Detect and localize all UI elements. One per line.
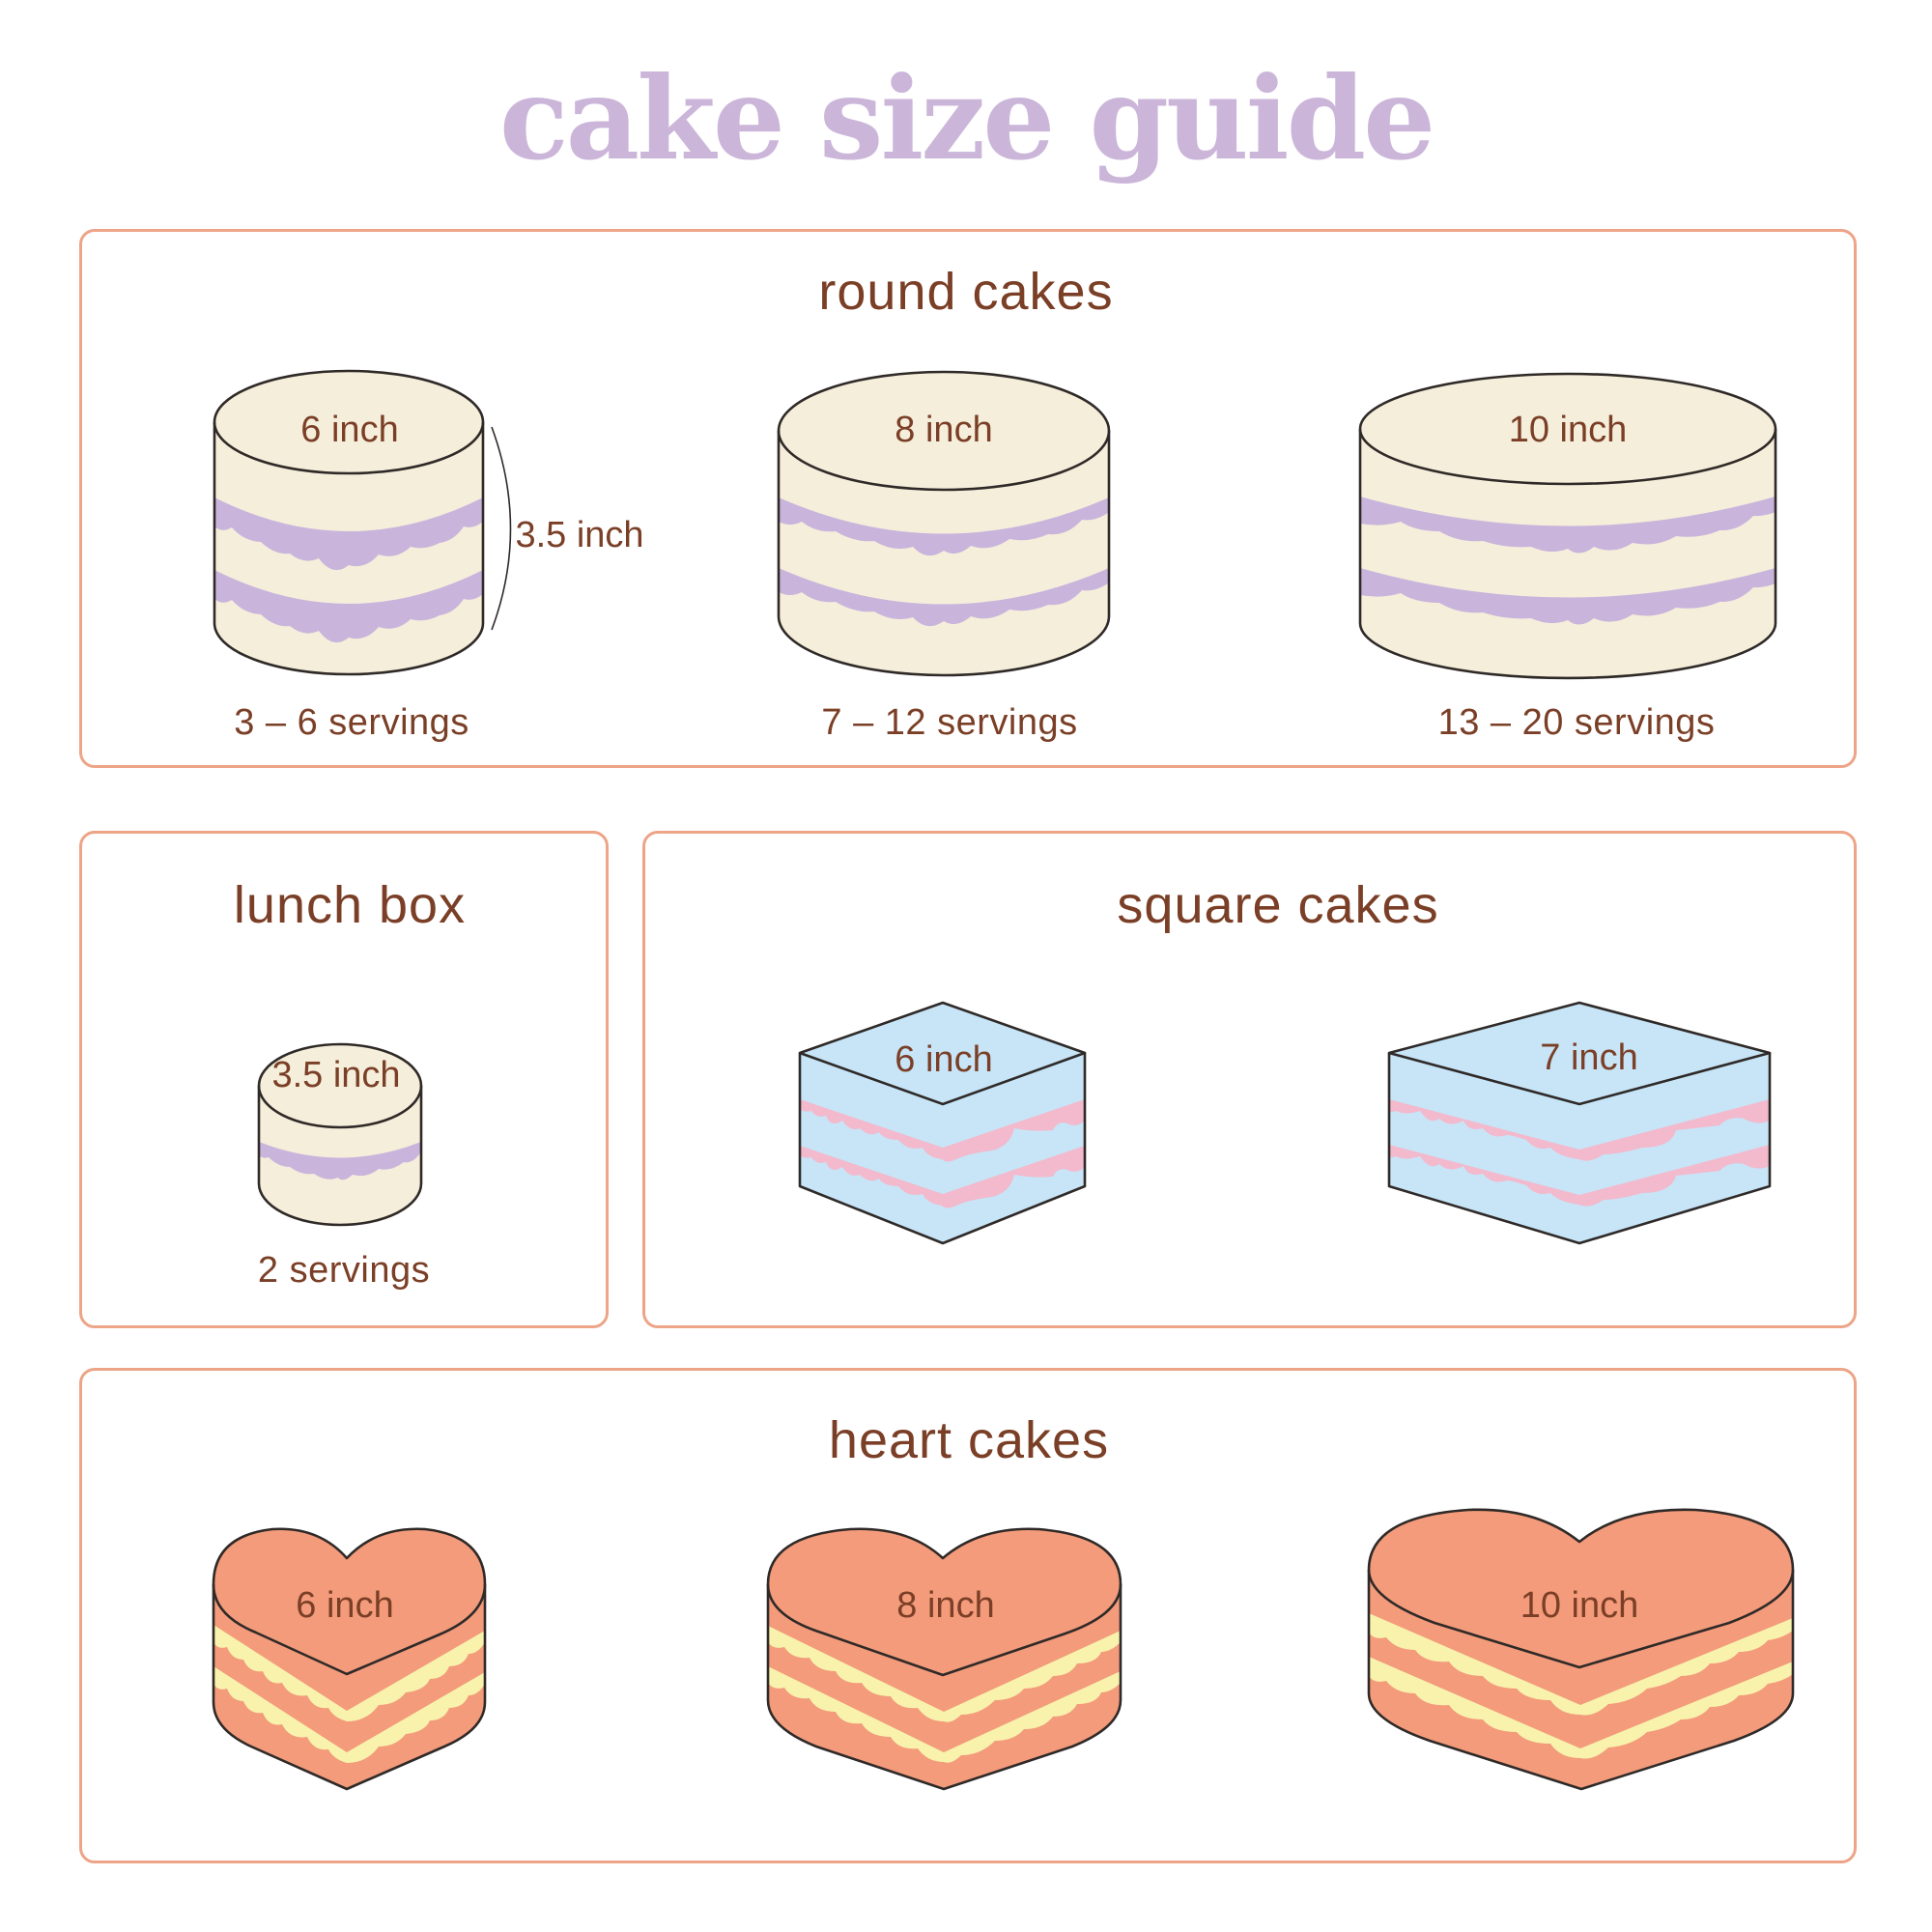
square-7-size-label: 7 inch xyxy=(1540,1037,1638,1078)
heart-6-size-label: 6 inch xyxy=(296,1585,394,1626)
square-cake-7-inch-illustration xyxy=(1387,1001,1772,1245)
square-cake-6-inch-illustration xyxy=(798,1001,1087,1245)
round-8-servings: 7 – 12 servings xyxy=(821,702,1078,743)
round-cakes-title: round cakes xyxy=(818,263,1114,321)
lunch-box-panel xyxy=(79,831,609,1328)
heart-cakes-title: heart cakes xyxy=(828,1411,1110,1469)
round-6-size-label: 6 inch xyxy=(300,410,399,450)
heart-cake-6-inch-illustration xyxy=(212,1527,487,1791)
round-6-servings: 3 – 6 servings xyxy=(234,702,469,743)
lunch-box-servings: 2 servings xyxy=(257,1250,431,1291)
lunch-box-cake-illustration xyxy=(257,1042,423,1227)
round-10-size-label: 10 inch xyxy=(1508,410,1628,450)
round-cake-10-inch-illustration xyxy=(1358,372,1777,680)
round-10-servings: 13 – 20 servings xyxy=(1437,702,1716,743)
round-cake-8-inch-illustration xyxy=(777,370,1111,677)
square-6-size-label: 6 inch xyxy=(895,1039,993,1080)
heart-cakes-panel xyxy=(79,1368,1857,1863)
page-title: cake size guide xyxy=(498,51,1435,185)
round-height-label: 3.5 inch xyxy=(515,515,644,555)
lunch-box-size-label: 3.5 inch xyxy=(271,1055,401,1095)
heart-cake-8-inch-illustration xyxy=(766,1527,1122,1791)
lunch-box-title: lunch box xyxy=(233,876,467,934)
heart-10-size-label: 10 inch xyxy=(1520,1585,1639,1626)
heart-8-size-label: 8 inch xyxy=(896,1585,995,1626)
round-8-size-label: 8 inch xyxy=(895,410,993,450)
round-cakes-panel xyxy=(79,229,1857,768)
square-cakes-panel xyxy=(642,831,1857,1328)
heart-cake-10-inch-illustration xyxy=(1367,1508,1795,1791)
round-cake-6-inch-illustration xyxy=(213,369,512,676)
square-cakes-title: square cakes xyxy=(1117,876,1439,934)
